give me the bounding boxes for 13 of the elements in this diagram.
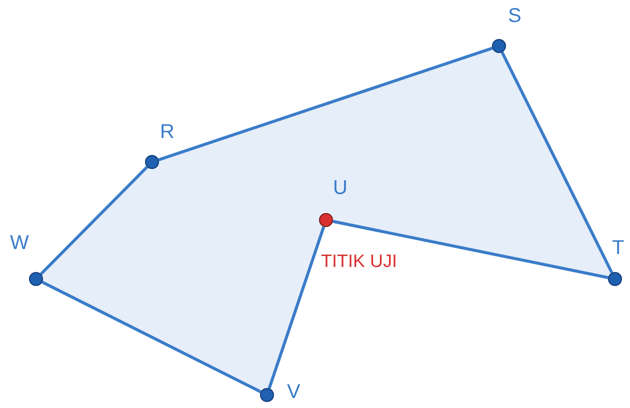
polygon-side [158, 46, 493, 162]
point-label: V [287, 382, 300, 402]
point-caption: TITIK UJI [321, 252, 397, 270]
point-label: R [160, 122, 174, 142]
polygon-side [268, 226, 326, 389]
point-label: W [10, 233, 29, 253]
point-label: U [333, 178, 348, 198]
point-label: T [612, 238, 624, 258]
polygon-side [500, 52, 614, 274]
polygon-side [332, 220, 608, 280]
polygon-side [42, 280, 262, 394]
point-label: S [508, 6, 522, 26]
polygon-side [40, 166, 148, 276]
